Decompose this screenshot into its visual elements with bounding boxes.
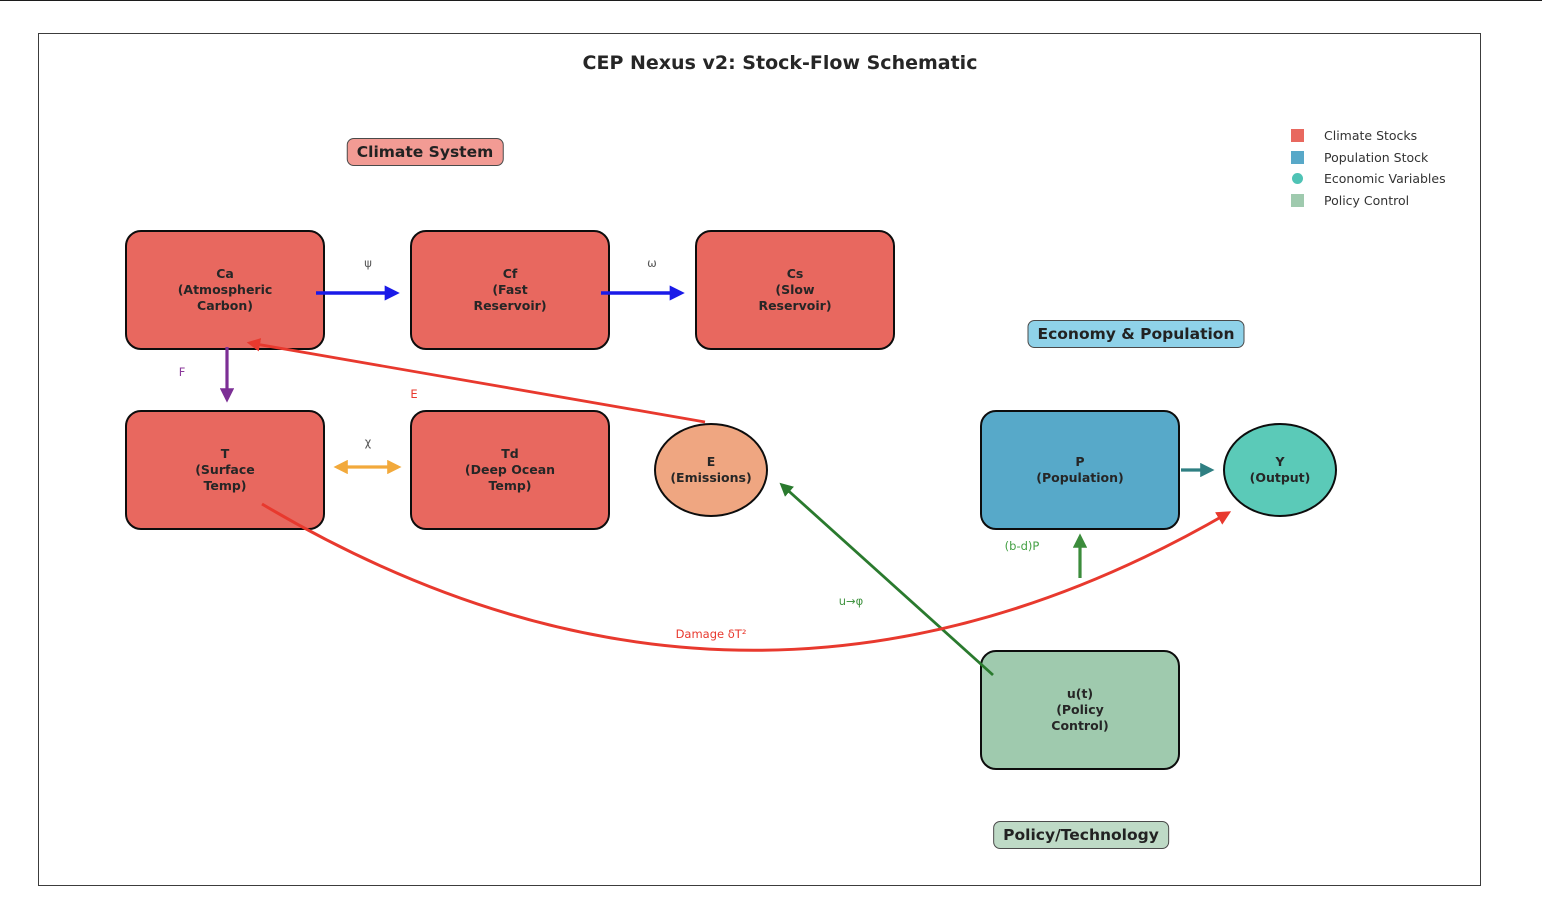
- edge-label-e: E: [410, 387, 418, 401]
- edge-label-bdp: (b-d)P: [1004, 539, 1040, 553]
- node-policy-control: u(t) (Policy Control): [980, 650, 1180, 770]
- policy-control-swatch-icon: [1291, 193, 1304, 207]
- node-emissions: E (Emissions): [654, 423, 768, 517]
- edge-label-f: F: [178, 365, 186, 379]
- legend-item-population-stock: Population Stock: [1291, 147, 1446, 169]
- edge-label-omega: ω: [647, 256, 657, 270]
- node-surface-temp: T (Surface Temp): [125, 410, 325, 530]
- node-output: Y (Output): [1223, 423, 1337, 517]
- diagram-frame: [38, 33, 1481, 886]
- legend: Climate Stocks Population Stock Economic…: [1291, 125, 1446, 211]
- legend-label: Policy Control: [1324, 192, 1410, 208]
- legend-item-policy-control: Policy Control: [1291, 190, 1446, 212]
- node-deep-ocean-temp: Td (Deep Ocean Temp): [410, 410, 610, 530]
- node-atmospheric-carbon: Ca (Atmospheric Carbon): [125, 230, 325, 350]
- population-stock-swatch-icon: [1291, 150, 1304, 164]
- window-edge: [0, 0, 1542, 1]
- legend-item-climate-stocks: Climate Stocks: [1291, 125, 1446, 147]
- legend-label: Economic Variables: [1324, 171, 1446, 187]
- economy-population-badge: Economy & Population: [1027, 320, 1245, 348]
- legend-label: Population Stock: [1324, 149, 1429, 165]
- edge-label-u-phi: u→φ: [838, 594, 864, 608]
- node-fast-reservoir: Cf (Fast Reservoir): [410, 230, 610, 350]
- edge-label-chi: χ: [364, 435, 372, 449]
- legend-label: Climate Stocks: [1324, 128, 1418, 144]
- climate-stocks-swatch-icon: [1291, 129, 1304, 143]
- edge-label-damage: Damage δT²: [675, 627, 747, 641]
- economic-variables-dot-icon: [1292, 173, 1303, 185]
- legend-item-economic-variables: Economic Variables: [1291, 168, 1446, 190]
- node-slow-reservoir: Cs (Slow Reservoir): [695, 230, 895, 350]
- climate-system-badge: Climate System: [346, 138, 504, 166]
- policy-technology-badge: Policy/Technology: [993, 821, 1169, 849]
- edge-label-psi: ψ: [364, 256, 372, 270]
- node-population: P (Population): [980, 410, 1180, 530]
- page-title: CEP Nexus v2: Stock-Flow Schematic: [582, 52, 978, 74]
